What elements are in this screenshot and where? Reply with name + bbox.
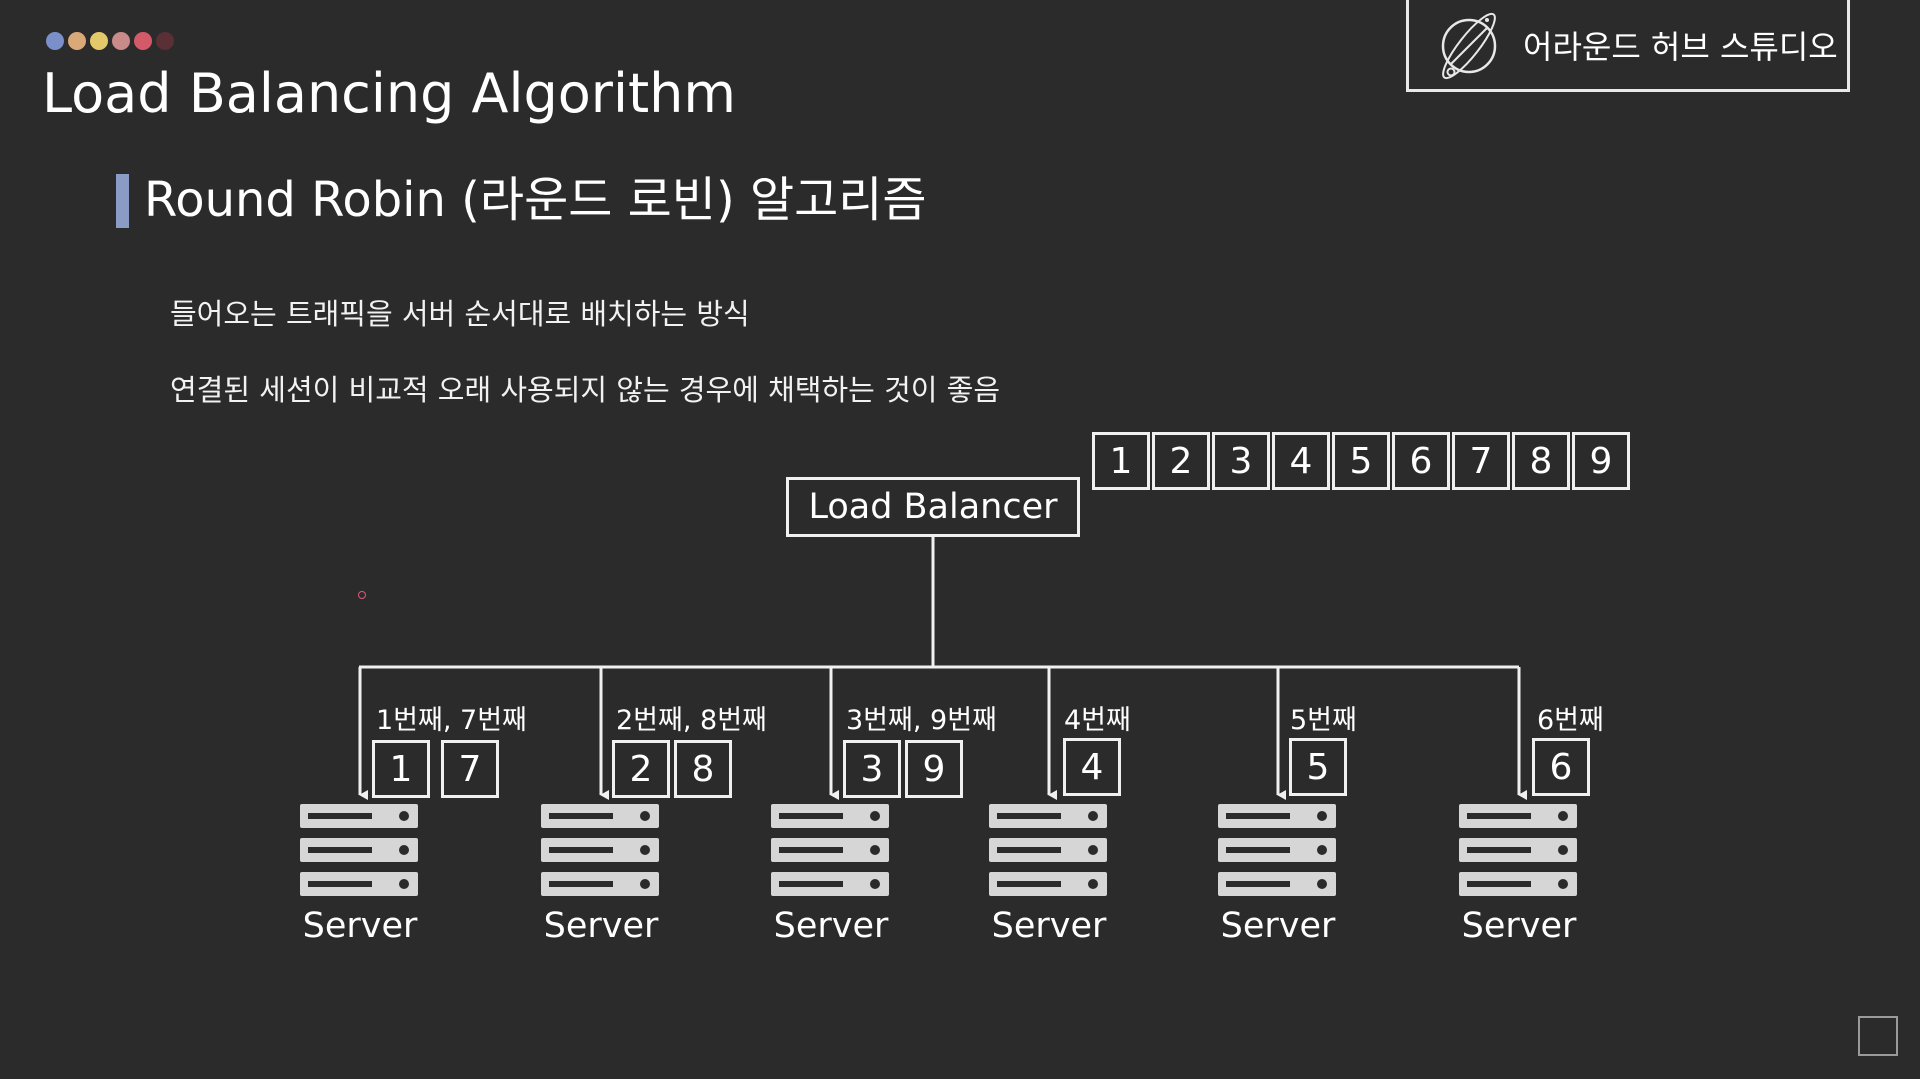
brand-logo-box: 어라운드 허브 스튜디오 (1406, 0, 1850, 92)
server-label: Server (991, 906, 1107, 946)
server-icon (300, 804, 418, 896)
server-label: Server (302, 906, 418, 946)
request-box: 1 (372, 740, 430, 798)
corner-logo-icon (1858, 1016, 1898, 1056)
server-icon (1218, 804, 1336, 896)
queue-item: 4 (1272, 432, 1330, 490)
server-label: Server (543, 906, 659, 946)
bullet-2: 연결된 세션이 비교적 오래 사용되지 않는 경우에 채택하는 것이 좋음 (170, 373, 1001, 407)
queue-item: 5 (1332, 432, 1390, 490)
server-icon (989, 804, 1107, 896)
load-balancer-box: Load Balancer (786, 477, 1080, 537)
order-label: 4번째 (1064, 705, 1131, 736)
order-label: 1번째, 7번째 (376, 705, 527, 736)
request-box: 6 (1532, 738, 1590, 796)
queue-item: 9 (1572, 432, 1630, 490)
section-accent-bar (116, 174, 129, 228)
section-title: Round Robin (라운드 로빈) 알고리즘 (144, 172, 927, 228)
request-box: 5 (1289, 738, 1347, 796)
server-label: Server (1461, 906, 1577, 946)
request-box: 7 (441, 740, 499, 798)
dot-3 (90, 32, 108, 50)
dot-5 (134, 32, 152, 50)
planet-logo-icon (1441, 12, 1497, 79)
request-queue: 1 2 3 4 5 6 7 8 9 (1092, 432, 1630, 490)
server-icon (771, 804, 889, 896)
order-label: 2번째, 8번째 (616, 705, 767, 736)
queue-item: 8 (1512, 432, 1570, 490)
order-label: 3번째, 9번째 (846, 705, 997, 736)
queue-item: 7 (1452, 432, 1510, 490)
order-label: 5번째 (1290, 705, 1357, 736)
dot-1 (46, 32, 64, 50)
request-box: 9 (905, 740, 963, 798)
request-box: 3 (843, 740, 901, 798)
queue-item: 2 (1152, 432, 1210, 490)
dot-4 (112, 32, 130, 50)
order-label: 6번째 (1537, 705, 1604, 736)
dot-6 (156, 32, 174, 50)
server-icon (541, 804, 659, 896)
pointer-marker (358, 591, 366, 599)
queue-item: 1 (1092, 432, 1150, 490)
server-label: Server (773, 906, 889, 946)
server-label: Server (1220, 906, 1336, 946)
server-icon (1459, 804, 1577, 896)
request-box: 4 (1063, 738, 1121, 796)
dot-2 (68, 32, 86, 50)
page-title: Load Balancing Algorithm (42, 62, 736, 125)
queue-item: 3 (1212, 432, 1270, 490)
request-box: 8 (674, 740, 732, 798)
request-box: 2 (612, 740, 670, 798)
bullet-1: 들어오는 트래픽을 서버 순서대로 배치하는 방식 (170, 297, 750, 331)
queue-item: 6 (1392, 432, 1450, 490)
brand-name: 어라운드 허브 스튜디오 (1523, 27, 1838, 66)
window-dots (46, 32, 174, 50)
